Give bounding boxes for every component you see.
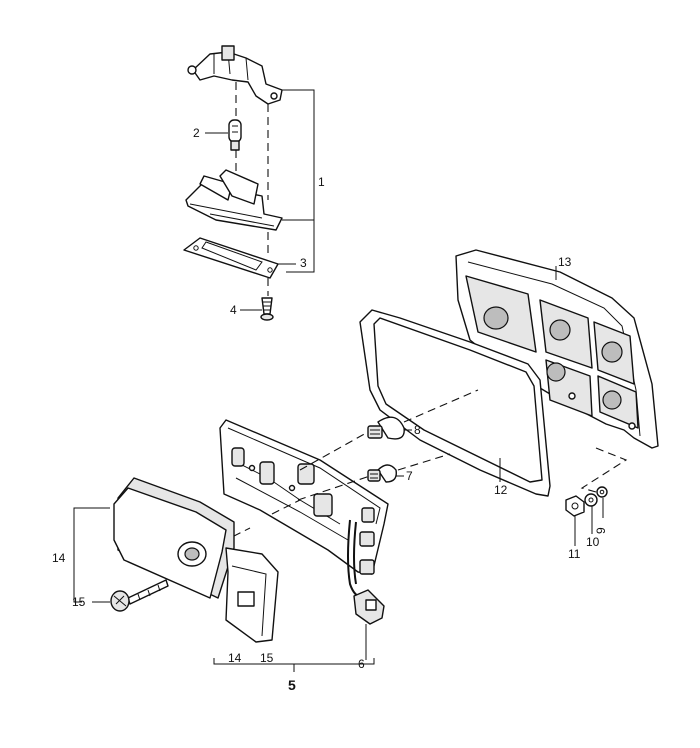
callout-4: 4 xyxy=(230,303,237,317)
license-lamp-bracket xyxy=(187,45,283,105)
gasket-12 xyxy=(359,309,551,497)
lamp-housing-14 xyxy=(113,477,279,643)
callout-15: 15 xyxy=(72,595,86,609)
callout-7: 7 xyxy=(406,469,413,483)
callout-5: 5 xyxy=(288,677,296,693)
callout-1: 1 xyxy=(318,175,325,189)
callout-9: 9 xyxy=(594,527,608,534)
wiring-harness-6 xyxy=(347,519,385,625)
nut-11 xyxy=(565,495,585,517)
callout-3: 3 xyxy=(300,256,307,270)
washer-9 xyxy=(596,486,608,498)
callout-8: 8 xyxy=(414,423,421,437)
callout-2: 2 xyxy=(193,126,200,140)
bulb-8 xyxy=(367,416,405,440)
lamp-gasket-3 xyxy=(183,237,279,279)
washer-10 xyxy=(584,493,598,507)
callout-12: 12 xyxy=(494,483,508,497)
bulb-7 xyxy=(367,464,397,483)
lamp-bulb-2 xyxy=(228,119,242,151)
callout-14: 14 xyxy=(52,551,66,565)
lamp-housing xyxy=(185,169,283,231)
callout-10: 10 xyxy=(586,535,600,549)
callout-15-sub: 15 xyxy=(260,651,274,665)
callout-13: 13 xyxy=(558,255,572,269)
screw-15 xyxy=(110,579,169,612)
callout-11: 11 xyxy=(568,547,581,561)
callout-14-sub: 14 xyxy=(228,651,242,665)
screw-4 xyxy=(260,297,274,321)
